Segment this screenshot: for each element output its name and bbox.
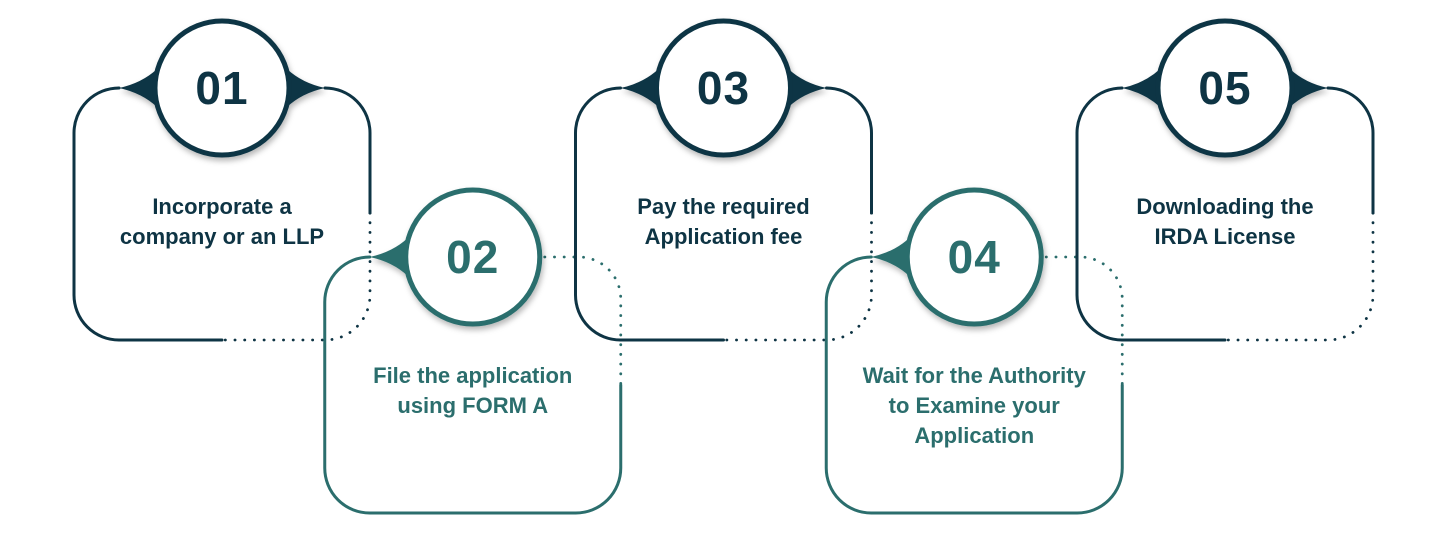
step-label-line: Application fee [645,224,803,249]
circle-notch-right [1290,69,1328,107]
circle-notch-left [620,69,659,107]
step-circle-group [871,187,1044,327]
step-circle [654,18,793,158]
circle-notch-left [369,238,408,276]
step-number: 01 [195,62,248,114]
step-circle [904,187,1044,327]
card-outline-solid [72,86,372,342]
step-circle [403,187,543,327]
step-number: 03 [697,62,750,114]
step-label-line: using FORM A [397,393,548,418]
circle-notch-left [871,238,910,276]
circle-notch-left [119,69,157,107]
circle-notch-left [1122,69,1160,107]
step-number: 04 [948,231,1001,283]
step-number: 02 [446,231,499,283]
step-label-line: Wait for the Authority [863,363,1087,388]
step-label-line: Incorporate a [152,194,292,219]
step-label-line: company or an LLP [120,224,324,249]
card-outline-dotted [1223,211,1375,342]
step-label-line: Downloading the [1136,194,1313,219]
step-label: Incorporate a company or an LLP [120,194,324,249]
card-outline-solid [574,86,873,342]
step-label-line: to Examine your [889,393,1061,418]
step-circle-group [369,187,543,327]
step-circle-group [119,18,325,158]
card-outline-solid [824,255,1124,515]
card-outline-solid [323,255,623,515]
card-outline-dotted [220,211,372,342]
step-circle-group [620,18,827,158]
card-outline-dotted [722,211,873,342]
step-label-line: Pay the required [637,194,809,219]
step-circle-group [1122,18,1328,158]
circle-notch-right [287,69,325,107]
card-outline-dotted [1044,255,1124,387]
step-label-line: File the application [373,363,572,388]
step-circle [1155,18,1295,158]
step-label-line: Application [914,423,1034,448]
step-label: File the application using FORM A [373,363,572,418]
step-circle [152,18,292,158]
step-number: 05 [1198,62,1251,114]
card-outline-solid [1075,86,1375,342]
circle-notch-right [788,69,827,107]
step-label-line: IRDA License [1154,224,1295,249]
card-outline-dotted [543,255,623,387]
